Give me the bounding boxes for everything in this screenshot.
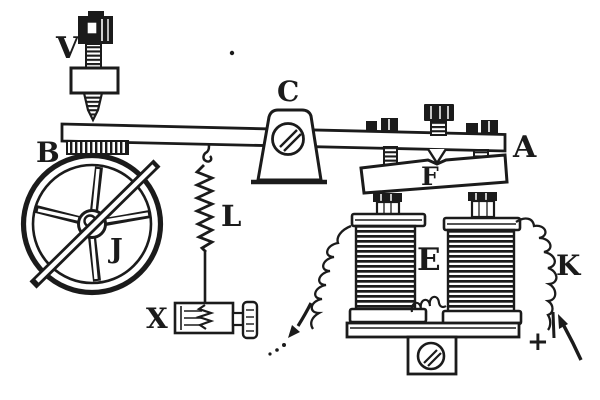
label-b: B — [36, 136, 60, 169]
left-coil-windings — [354, 224, 417, 313]
pivot-stand — [251, 108, 327, 185]
stop-inner-coil — [195, 304, 215, 330]
pole-cores — [373, 192, 497, 219]
label-x: X — [146, 302, 168, 335]
spoked-wheel — [20, 152, 164, 296]
label-l: L — [221, 199, 241, 233]
label-c: C — [277, 75, 299, 108]
labels: V B C A F J L E K X + — [36, 31, 582, 357]
label-j: J — [108, 234, 123, 265]
label-v: V — [55, 31, 80, 66]
left-lead-wire — [268, 224, 352, 356]
spring-hook — [202, 143, 213, 163]
contact-screw — [424, 104, 454, 136]
contact-clamp-right — [466, 120, 498, 134]
threaded-shaft — [85, 43, 102, 69]
ink-speck — [229, 50, 235, 56]
screw-tip — [82, 91, 104, 123]
current-arrow-out — [296, 302, 313, 327]
right-coil-windings — [446, 228, 516, 315]
ratchet-block — [66, 140, 129, 155]
left-coil-bottom-flange — [348, 307, 428, 324]
clamp-block — [69, 66, 120, 95]
base-plate — [345, 321, 521, 339]
label-k: K — [556, 249, 582, 282]
label-plus: + — [527, 327, 549, 357]
label-f: F — [421, 162, 439, 191]
adjusting-screw-v — [69, 11, 120, 123]
label-a: A — [512, 130, 537, 165]
spiral-spring — [193, 164, 216, 253]
contact-clamp-left — [366, 118, 398, 131]
stop-knob — [241, 300, 259, 340]
support-post-left — [383, 146, 398, 166]
right-lead-wire-k — [515, 217, 583, 361]
label-e: E — [417, 242, 441, 278]
detent-rod — [29, 159, 161, 289]
spring-assembly — [193, 143, 216, 304]
electromagnet — [345, 212, 523, 376]
adjustable-stop-x — [173, 300, 259, 340]
connecting-wire-squiggle — [410, 295, 447, 313]
wheel-spokes — [35, 166, 151, 282]
current-arrow-in — [562, 325, 583, 361]
armature-bar — [359, 153, 509, 195]
knurled-nut — [88, 11, 104, 18]
